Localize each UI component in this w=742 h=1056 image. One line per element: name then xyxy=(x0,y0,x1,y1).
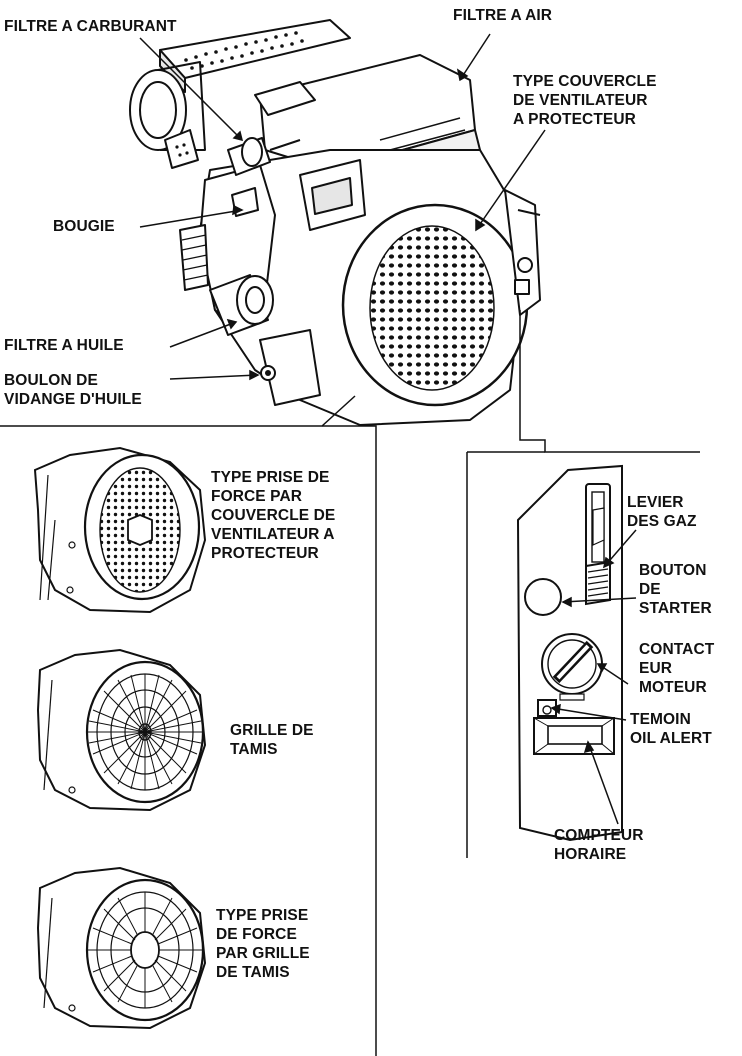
label-choke-knob: BOUTON DE STARTER xyxy=(639,561,712,618)
screen-grid-illustration xyxy=(38,650,205,810)
label-line: DE FORCE xyxy=(216,925,310,944)
label-line: DE xyxy=(639,580,712,599)
label-fan-cover-type: TYPE COUVERCLE DE VENTILATEUR A PROTECTE… xyxy=(513,72,657,129)
label-line: LEVIER xyxy=(627,493,697,512)
label-line: COUVERCLE DE xyxy=(211,506,335,525)
label-hour-meter: COMPTEUR HORAIRE xyxy=(554,826,644,864)
label-engine-switch: CONTACT EUR MOTEUR xyxy=(639,640,714,697)
label-screen-grid: GRILLE DE TAMIS xyxy=(230,721,314,759)
label-line: VENTILATEUR A xyxy=(211,525,335,544)
label-pto-fan-cover: TYPE PRISE DE FORCE PAR COUVERCLE DE VEN… xyxy=(211,468,335,563)
label-oil-filter: FILTRE A HUILE xyxy=(4,336,124,355)
label-line: CONTACT xyxy=(639,640,714,659)
label-line: BOUTON xyxy=(639,561,712,580)
label-line: EUR xyxy=(639,659,714,678)
label-oil-alert: TEMOIN OIL ALERT xyxy=(630,710,712,748)
label-line: TAMIS xyxy=(230,740,314,759)
label-line: TYPE COUVERCLE xyxy=(513,72,657,91)
label-line: STARTER xyxy=(639,599,712,618)
label-line: GRILLE DE xyxy=(230,721,314,740)
label-spark-plug: BOUGIE xyxy=(53,217,115,236)
label-throttle-lever: LEVIER DES GAZ xyxy=(627,493,697,531)
label-fuel-filter-line: FILTRE A CARBURANT xyxy=(4,17,177,36)
pto-fan-cover-illustration xyxy=(35,448,205,612)
label-oil-filter-line: FILTRE A HUILE xyxy=(4,336,124,355)
label-line: BOULON DE xyxy=(4,371,142,390)
label-line: TEMOIN xyxy=(630,710,712,729)
label-line: OIL ALERT xyxy=(630,729,712,748)
pto-screen-grid-illustration xyxy=(38,868,205,1028)
label-line: DE VENTILATEUR xyxy=(513,91,657,110)
label-pto-screen-grid: TYPE PRISE DE FORCE PAR GRILLE DE TAMIS xyxy=(216,906,310,982)
label-line: PAR GRILLE xyxy=(216,944,310,963)
control-panel-illustration xyxy=(518,466,622,840)
label-air-filter-line: FILTRE A AIR xyxy=(453,6,552,25)
label-line: TYPE PRISE xyxy=(216,906,310,925)
label-line: DES GAZ xyxy=(627,512,697,531)
label-line: VIDANGE D'HUILE xyxy=(4,390,142,409)
label-line: COMPTEUR xyxy=(554,826,644,845)
label-fuel-filter: FILTRE A CARBURANT xyxy=(4,17,177,36)
label-line: A PROTECTEUR xyxy=(513,110,657,129)
label-line: TYPE PRISE DE xyxy=(211,468,335,487)
label-line: PROTECTEUR xyxy=(211,544,335,563)
label-spark-plug-line: BOUGIE xyxy=(53,217,115,236)
label-line: FORCE PAR xyxy=(211,487,335,506)
label-line: HORAIRE xyxy=(554,845,644,864)
label-air-filter: FILTRE A AIR xyxy=(453,6,552,25)
label-line: DE TAMIS xyxy=(216,963,310,982)
label-line: MOTEUR xyxy=(639,678,714,697)
label-drain-bolt: BOULON DE VIDANGE D'HUILE xyxy=(4,371,142,409)
